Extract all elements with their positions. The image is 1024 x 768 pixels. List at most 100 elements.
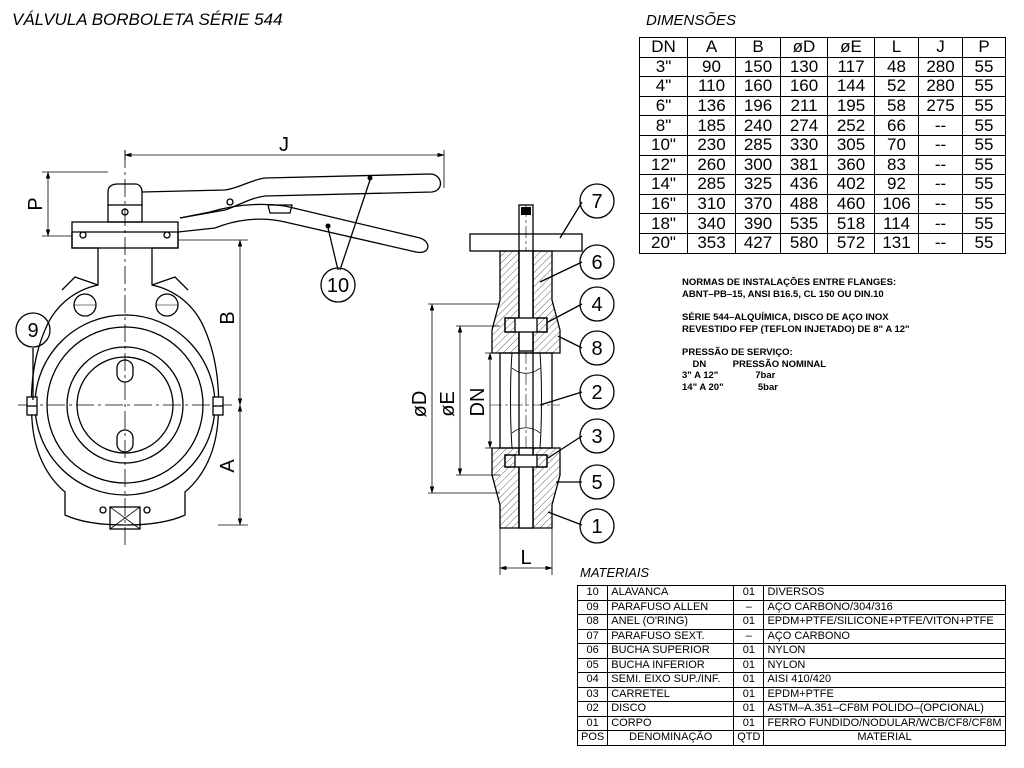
dimensions-cell: 195 <box>827 95 875 117</box>
dim-label-p: P <box>25 197 47 210</box>
dimensions-cell: 370 <box>735 193 781 215</box>
materials-cell: FERRO FUNDIDO/NODULAR/WCB/CF8/CF8M <box>763 715 1006 731</box>
dimensions-cell: 55 <box>962 213 1006 234</box>
dimensions-title: DIMENSÕES <box>646 12 737 29</box>
dimensions-cell: 130 <box>780 56 828 78</box>
dimensions-cell: 572 <box>827 232 875 254</box>
callout-9: 9 <box>27 320 38 342</box>
series-line-1: SÉRIE 544–ALQUÍMICA, DISCO DE AÇO INOX <box>682 312 889 323</box>
dim-label-j: J <box>279 134 289 156</box>
dimensions-cell: 160 <box>735 76 781 97</box>
materials-title: MATERIAIS <box>580 565 650 580</box>
dimensions-cell: 136 <box>687 95 736 117</box>
side-section-view <box>32 201 583 575</box>
materials-cell: DISCO <box>607 701 735 717</box>
dimensions-cell: 340 <box>687 213 736 234</box>
dimensions-cell: 55 <box>962 76 1006 97</box>
dimensions-cell: 580 <box>780 232 828 254</box>
materials-header-cell: MATERIAL <box>763 730 1006 746</box>
callout-2: 2 <box>591 382 602 404</box>
dimensions-cell: 325 <box>735 174 781 195</box>
callout-3: 3 <box>591 426 602 448</box>
dimensions-cell: 92 <box>874 174 919 195</box>
dimensions-cell: 55 <box>962 56 1006 78</box>
front-view <box>18 150 445 545</box>
callout-10: 10 <box>327 275 349 297</box>
dimensions-cell: 518 <box>827 213 875 234</box>
dimensions-cell: 55 <box>962 115 1006 136</box>
dimensions-cell: 280 <box>918 56 963 78</box>
materials-cell: 01 <box>733 686 765 702</box>
dim-label-dn: DN <box>467 388 489 417</box>
materials-cell: 01 <box>733 672 765 688</box>
materials-cell: SEMI. EIXO SUP./INF. <box>607 672 735 688</box>
norms-line-1: NORMAS DE INSTALAÇÕES ENTRE FLANGES: <box>682 277 897 288</box>
dimensions-cell: 535 <box>780 213 828 234</box>
materials-cell: 01 <box>733 701 765 717</box>
materials-cell: CARRETEL <box>607 686 735 702</box>
callout-6: 6 <box>591 252 602 274</box>
pressure-row: 3" A 12" 7bar <box>682 370 776 381</box>
materials-cell: 01 <box>733 657 765 673</box>
dimensions-cell: 106 <box>874 193 919 215</box>
callout-8: 8 <box>591 338 602 360</box>
materials-cell: ASTM–A.351–CF8M POLIDO–(OPCIONAL) <box>763 701 1006 717</box>
norms-line-2: ABNT–PB–15, ANSI B16.5, CL 150 OU DIN.10 <box>682 288 884 300</box>
dimensions-cell: 160 <box>780 76 828 97</box>
materials-cell: 01 <box>733 614 765 630</box>
materials-cell: 08 <box>576 614 609 630</box>
materials-cell: BUCHA INFERIOR <box>607 657 735 673</box>
materials-header-cell: DENOMINAÇÃO <box>607 730 735 746</box>
callout-5: 5 <box>591 472 602 494</box>
dimensions-cell: 12" <box>639 154 688 176</box>
callout-4: 4 <box>591 294 602 316</box>
materials-header-cell: QTD <box>733 730 765 746</box>
materials-cell: PARAFUSO SEXT. <box>607 628 735 644</box>
materials-cell: 10 <box>576 585 609 601</box>
pressure-title: PRESSÃO DE SERVIÇO: <box>682 347 793 358</box>
dimensions-cell: 55 <box>962 174 1006 195</box>
dim-label-b: B <box>217 311 239 324</box>
pressure-row: 14" A 20" 5bar <box>682 381 778 393</box>
callout-7: 7 <box>591 191 602 213</box>
materials-header-cell: POS <box>576 730 609 746</box>
pressure-header: DN PRESSÃO NOMINAL <box>682 358 827 370</box>
dimensions-cell: 150 <box>735 56 781 78</box>
callout-1: 1 <box>591 516 602 538</box>
dimensions-cell: 131 <box>874 232 919 254</box>
dimensions-cell: 10" <box>639 134 688 156</box>
drawing-title: VÁLVULA BORBOLETA SÉRIE 544 <box>12 10 283 29</box>
dimensions-cell: 20" <box>639 232 688 254</box>
dimensions-cell: 353 <box>687 232 736 254</box>
dim-label-l: L <box>520 547 531 569</box>
dim-label-od: øD <box>409 391 431 418</box>
dimensions-cell: 196 <box>735 95 781 117</box>
materials-cell: ALAVANCA <box>607 585 735 601</box>
installation-notes: NORMAS DE INSTALAÇÕES ENTRE FLANGES: ABN… <box>682 277 910 393</box>
callout-circles <box>15 183 615 544</box>
dimensions-cell: 285 <box>687 174 736 195</box>
dim-label-oe: øE <box>437 391 459 417</box>
dimensions-cell: 460 <box>827 193 875 215</box>
dim-label-a: A <box>217 459 239 473</box>
dimensions-cell: 55 <box>962 232 1006 254</box>
